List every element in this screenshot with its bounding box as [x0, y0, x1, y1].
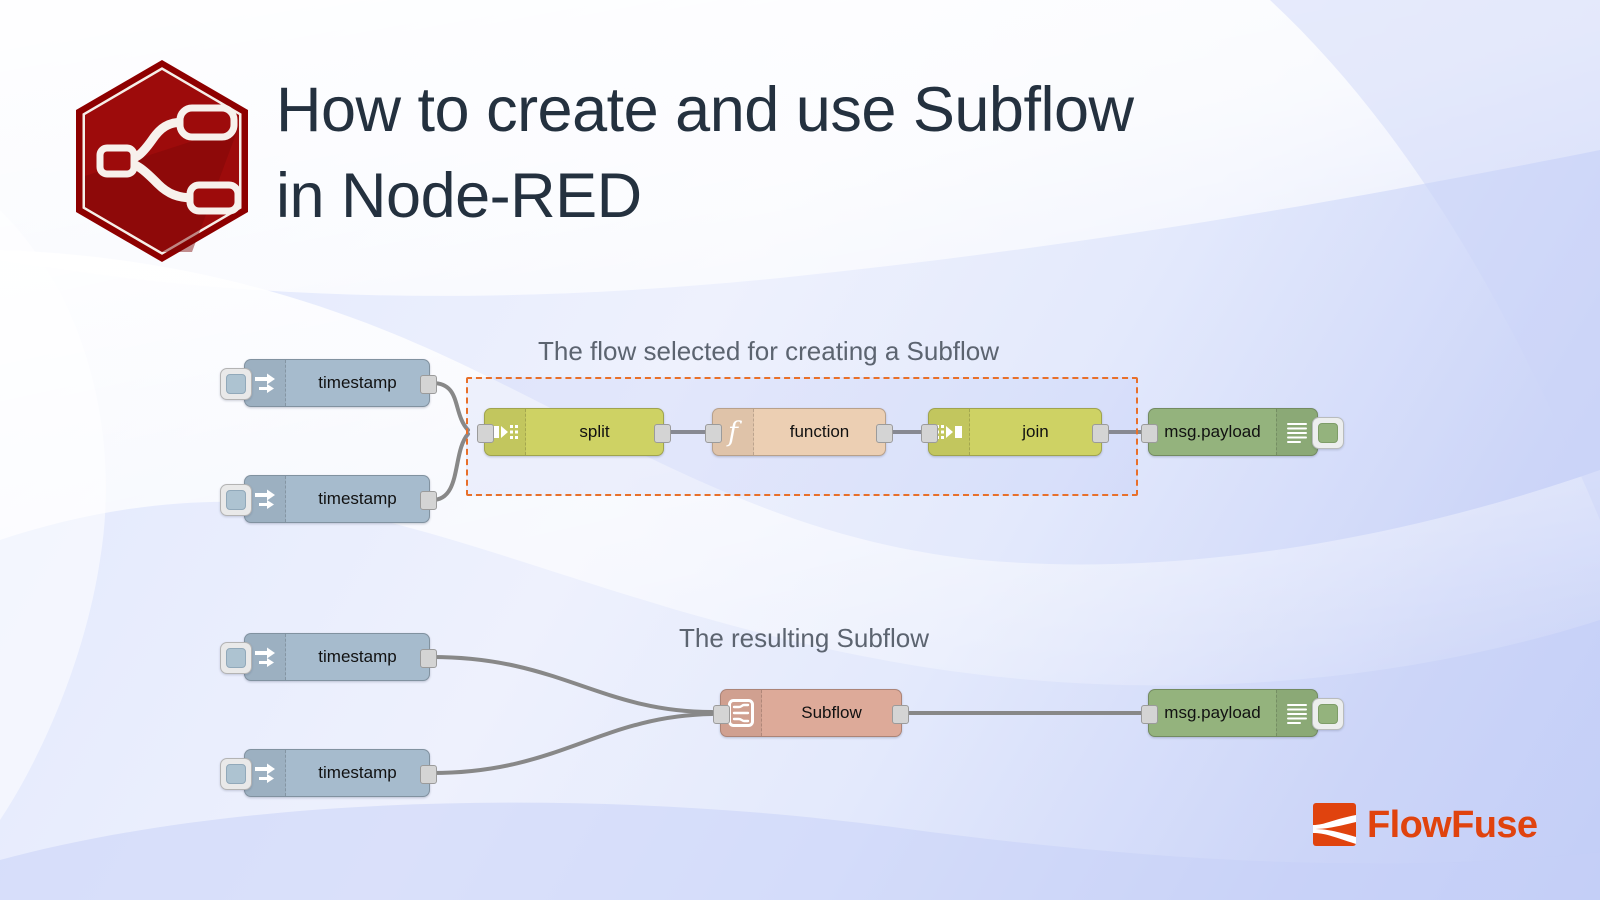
inject-trigger-button[interactable] [220, 484, 252, 516]
debug-enable-toggle[interactable] [1312, 698, 1344, 730]
node-inject-timestamp-3[interactable]: timestamp [220, 633, 437, 681]
node-join[interactable]: join [921, 408, 1109, 456]
flowfuse-brand: FlowFuse [1313, 803, 1538, 846]
node-label: timestamp [318, 373, 397, 392]
node-label: split [579, 422, 610, 441]
node-input-port[interactable] [713, 705, 730, 724]
node-debug-msg-payload-2[interactable]: msg.payload [1141, 689, 1344, 737]
inject-trigger-button[interactable] [220, 368, 252, 400]
node-label: timestamp [318, 763, 397, 782]
debug-lines-icon [1276, 409, 1317, 455]
flowfuse-mark-icon [1313, 803, 1356, 846]
svg-text:f: f [726, 417, 742, 447]
node-output-port[interactable] [420, 649, 437, 668]
node-debug-msg-payload-1[interactable]: msg.payload [1141, 408, 1344, 456]
debug-enable-toggle[interactable] [1312, 417, 1344, 449]
inject-trigger-button[interactable] [220, 642, 252, 674]
node-input-port[interactable] [477, 424, 494, 443]
bottom-flow-caption: The resulting Subflow [679, 623, 930, 653]
node-label: join [1022, 422, 1049, 441]
node-label: timestamp [318, 647, 397, 666]
node-output-port[interactable] [654, 424, 671, 443]
debug-lines-icon [1276, 690, 1317, 736]
page-title: How to create and use Subflow in Node-RE… [276, 68, 1396, 239]
poster-header: How to create and use Subflow in Node-RE… [0, 0, 1600, 270]
node-output-port[interactable] [420, 765, 437, 784]
node-output-port[interactable] [876, 424, 893, 443]
page-title-line-2: in Node-RED [276, 160, 642, 231]
node-input-port[interactable] [1141, 705, 1158, 724]
node-label: Subflow [801, 703, 862, 722]
node-split[interactable]: split [477, 408, 671, 456]
node-label: function [789, 422, 850, 441]
node-inject-timestamp-2[interactable]: timestamp [220, 475, 437, 523]
split-icon [485, 409, 526, 455]
node-inject-timestamp-1[interactable]: timestamp [220, 359, 437, 407]
node-input-port[interactable] [921, 424, 938, 443]
inject-trigger-button[interactable] [220, 758, 252, 790]
page-title-line-1: How to create and use Subflow [276, 75, 1134, 145]
node-label: msg.payload [1164, 422, 1261, 441]
flowfuse-wordmark: FlowFuse [1367, 803, 1538, 846]
node-function[interactable]: f function [705, 408, 893, 456]
node-output-port[interactable] [892, 705, 909, 724]
node-red-hexagon-logo-icon [72, 56, 252, 266]
top-flow-caption: The flow selected for creating a Subflow [538, 336, 1000, 366]
node-output-port[interactable] [1092, 424, 1109, 443]
node-label: timestamp [318, 489, 397, 508]
node-output-port[interactable] [420, 375, 437, 394]
node-input-port[interactable] [1141, 424, 1158, 443]
node-label: msg.payload [1164, 703, 1261, 722]
node-input-port[interactable] [705, 424, 722, 443]
node-inject-timestamp-4[interactable]: timestamp [220, 749, 437, 797]
node-subflow[interactable]: Subflow [713, 689, 909, 737]
node-output-port[interactable] [420, 491, 437, 510]
